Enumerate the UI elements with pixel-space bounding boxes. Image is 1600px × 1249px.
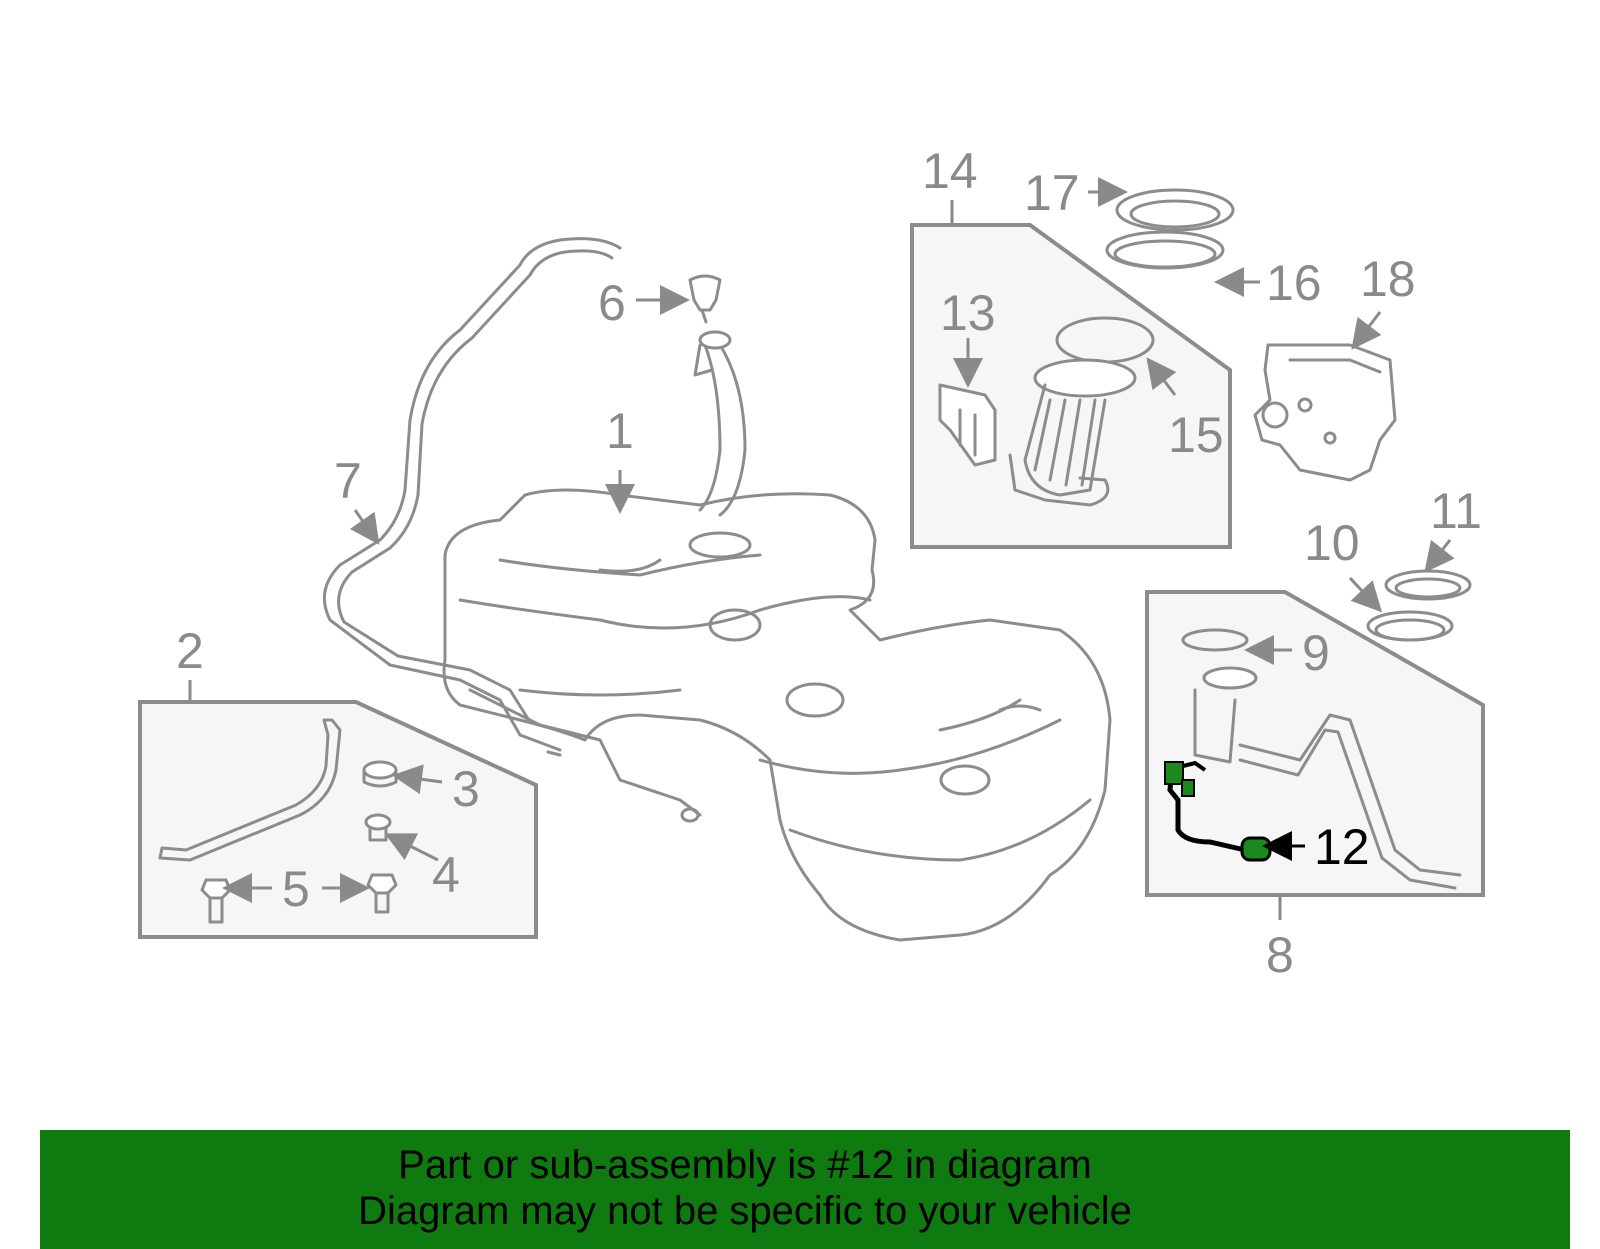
leader-7 — [349, 509, 380, 545]
part-6-cap — [688, 274, 722, 324]
fuel-filler-lines — [322, 237, 747, 823]
callout-1: 1 — [606, 403, 634, 459]
leader-18 — [1351, 311, 1382, 350]
callout-16: 16 — [1266, 255, 1322, 311]
group-14-parts — [938, 316, 1155, 507]
callout-14: 14 — [922, 143, 978, 199]
callout-10: 10 — [1304, 515, 1360, 571]
rings-10-11 — [1366, 569, 1472, 642]
parts-diagram: 1 2 3 4 5 6 7 8 9 10 11 12 13 14 15 16 1… — [138, 143, 1485, 983]
group-2-parts — [158, 718, 398, 924]
callout-13: 13 — [940, 285, 996, 341]
callout-17: 17 — [1024, 165, 1080, 221]
leader-3 — [392, 764, 443, 795]
banner-line-2: Diagram may not be specific to your vehi… — [358, 1189, 1132, 1233]
part-18-module — [1253, 343, 1397, 482]
callout-12: 12 — [1314, 819, 1370, 875]
leader-11 — [1424, 539, 1455, 573]
rings-16-17 — [1105, 188, 1235, 270]
group-8-parts — [1181, 628, 1462, 890]
callout-4: 4 — [432, 847, 460, 903]
callout-3: 3 — [452, 761, 480, 817]
callout-15: 15 — [1168, 407, 1224, 463]
callout-5: 5 — [282, 861, 310, 917]
leader-10 — [1348, 576, 1383, 613]
callout-18: 18 — [1360, 251, 1416, 307]
info-banner: Part or sub-assembly is #12 in diagram D… — [40, 1130, 1570, 1249]
callout-8: 8 — [1266, 927, 1294, 983]
leader-4 — [384, 833, 439, 862]
callout-11: 11 — [1430, 483, 1482, 539]
leader-15 — [1146, 357, 1177, 396]
callout-2: 2 — [176, 623, 204, 679]
callout-7: 7 — [334, 453, 362, 509]
callout-6: 6 — [598, 275, 626, 331]
fuel-tank — [442, 488, 1112, 942]
callout-9: 9 — [1302, 625, 1330, 681]
banner-line-1: Part or sub-assembly is #12 in diagram — [398, 1143, 1092, 1187]
